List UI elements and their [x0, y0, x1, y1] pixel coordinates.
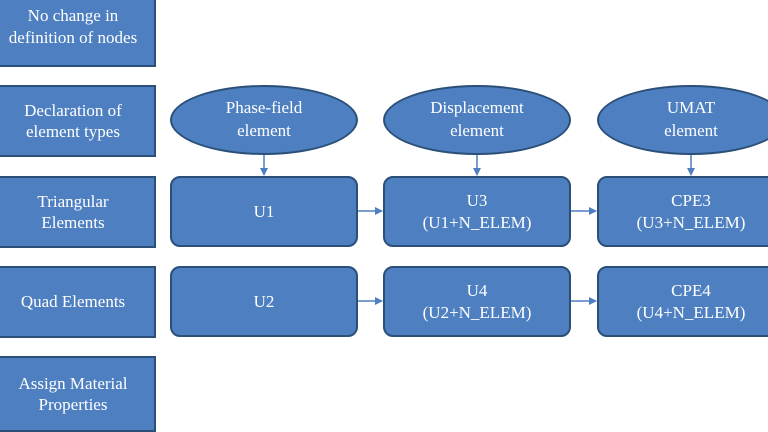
ellipse-displacement-element: Displacement element [383, 85, 571, 155]
node-line: (U3+N_ELEM) [636, 212, 746, 232]
label-quad-elements: Quad Elements [0, 266, 156, 338]
label-triangular-elements: Triangular Elements [0, 176, 156, 248]
node-u4: U4 (U2+N_ELEM) [383, 266, 571, 337]
label-line: No change in [27, 6, 119, 26]
label-line: Properties [38, 395, 108, 414]
node-line: CPE3 [671, 191, 711, 211]
label-line: element types [26, 122, 120, 141]
label-line: Declaration of [24, 100, 122, 120]
node-line: (U4+N_ELEM) [636, 302, 746, 322]
node-line: (U2+N_ELEM) [422, 302, 532, 322]
ellipse-line: Phase-field [225, 98, 303, 118]
ellipse-line: element [450, 121, 504, 140]
ellipse-line: UMAT [666, 98, 716, 118]
label-line: Elements [41, 213, 105, 232]
node-u3: U3 (U1+N_ELEM) [383, 176, 571, 247]
node-u1: U1 [170, 176, 358, 247]
label-no-change-in-definition-of-nodes: No change in definition of nodes [0, 0, 156, 67]
label-assign-material-properties: Assign Material Properties [0, 356, 156, 432]
ellipse-line: Displacement [430, 98, 524, 118]
node-line: U1 [253, 201, 275, 221]
label-line: definition of nodes [8, 27, 138, 47]
label-line: Assign Material [18, 373, 128, 393]
ellipse-line: element [237, 121, 291, 140]
ellipse-phase-field-element: Phase-field element [170, 85, 358, 155]
label-line: Quad Elements [20, 292, 126, 312]
label-line: Triangular [37, 191, 109, 211]
node-u2: U2 [170, 266, 358, 337]
node-line: (U1+N_ELEM) [422, 212, 532, 232]
node-cpe4: CPE4 (U4+N_ELEM) [597, 266, 768, 337]
node-line: U4 [466, 281, 488, 301]
node-line: CPE4 [671, 281, 711, 301]
ellipse-line: element [664, 121, 718, 140]
node-line: U3 [466, 191, 488, 211]
node-cpe3: CPE3 (U3+N_ELEM) [597, 176, 768, 247]
node-line: U2 [253, 291, 275, 311]
label-declaration-of-element-types: Declaration of element types [0, 85, 156, 157]
ellipse-umat-element: UMAT element [597, 85, 768, 155]
